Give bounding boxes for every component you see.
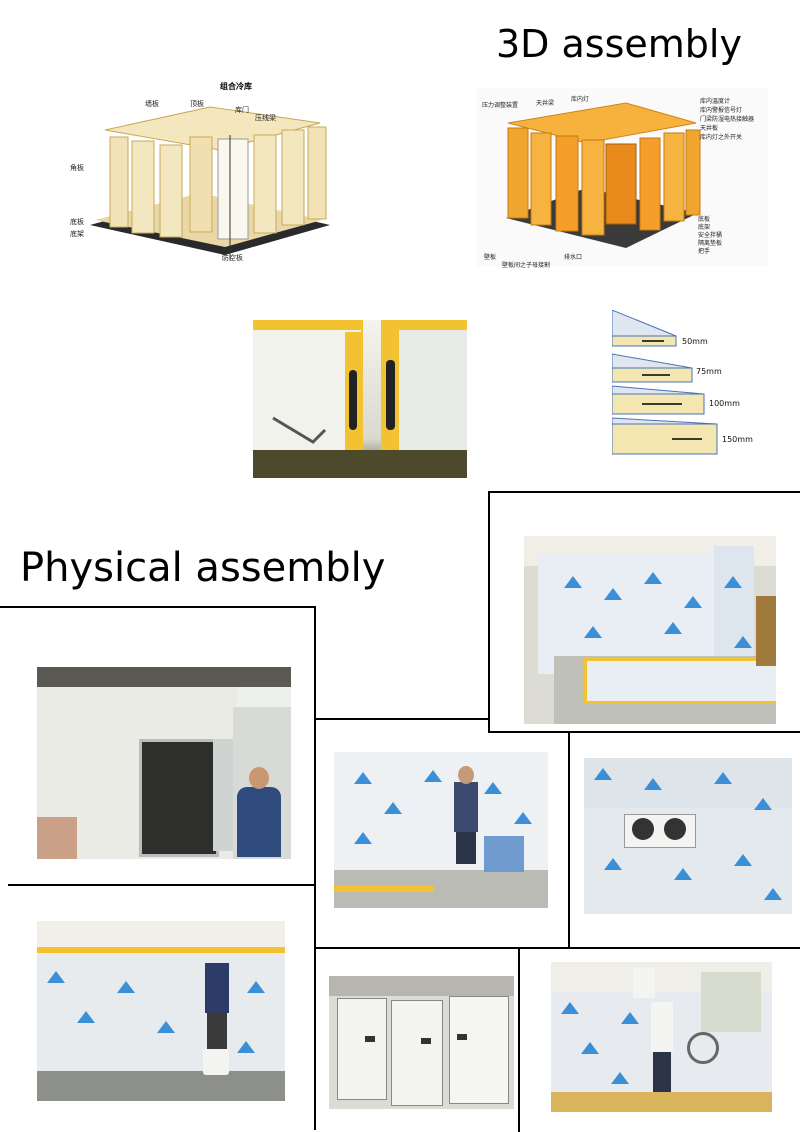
render-label: 把手	[698, 248, 711, 255]
photo-cold-room-doors	[329, 976, 514, 1109]
diagram-cold-room-components: 组合冷库 墙板 顶板 库门 压线梁 角板 底板 底架 防空板	[50, 75, 340, 270]
diagram-label: 角板	[70, 164, 84, 172]
photo-workers-top-panel	[551, 962, 772, 1112]
diagram-label: 压线梁	[255, 114, 276, 122]
render-label: 压力调整装置	[482, 102, 519, 109]
render-label: 隔离垫板	[698, 240, 723, 247]
render-label: 天井板	[700, 125, 719, 132]
photo-worker-on-bucket	[37, 921, 285, 1101]
heading-physical-assembly: Physical assembly	[20, 545, 386, 591]
render-label: 门梁防湿电热接触器	[700, 116, 755, 123]
photo-panel-cam-lock	[253, 320, 467, 478]
photo-assembled-wall	[524, 536, 776, 724]
diagram-label: 底架	[70, 230, 84, 238]
diagram-cold-room-3d-render: 压力调整装置 天井梁 库内灯 库内温度计 库内警报信号灯 门梁防湿电热接触器 天…	[476, 88, 768, 269]
diagram-label: 防空板	[222, 254, 243, 262]
diagram-label: 库门	[235, 106, 249, 114]
thickness-label: 75mm	[696, 367, 722, 376]
diagram-label: 底板	[70, 218, 84, 226]
diagram-label: 顶板	[190, 100, 204, 108]
heading-3d-assembly: 3D assembly	[496, 22, 742, 66]
thickness-label: 150mm	[722, 435, 753, 444]
render-label: 库内警报信号灯	[700, 107, 743, 114]
render-label: 底板	[698, 216, 711, 223]
render-label: 库内灯之外开关	[700, 134, 743, 141]
diagram-title: 组合冷库	[220, 82, 252, 91]
render-label: 排水口	[564, 254, 583, 261]
panel-thickness-diagram: 50mm 75mm 100mm 150mm	[612, 310, 782, 458]
render-label: 天井梁	[536, 100, 555, 107]
render-label: 库内灯	[571, 96, 590, 103]
render-label: 壁板间之子母接割	[502, 262, 551, 269]
photo-evaporator-ceiling	[584, 758, 792, 914]
thickness-label: 50mm	[682, 337, 708, 346]
render-label: 库内温度计	[700, 98, 731, 105]
render-label: 壁板	[484, 254, 497, 261]
photo-room-with-door	[37, 667, 291, 859]
thickness-label: 100mm	[709, 399, 740, 408]
render-label: 安全拌桶	[698, 232, 723, 239]
render-label: 底架	[698, 224, 711, 231]
cold-room-exploded-drawing	[90, 106, 330, 260]
photo-workers-installing-wall	[334, 752, 548, 908]
diagram-label: 墙板	[145, 100, 159, 108]
cold-room-3d-render-drawing	[506, 102, 701, 248]
